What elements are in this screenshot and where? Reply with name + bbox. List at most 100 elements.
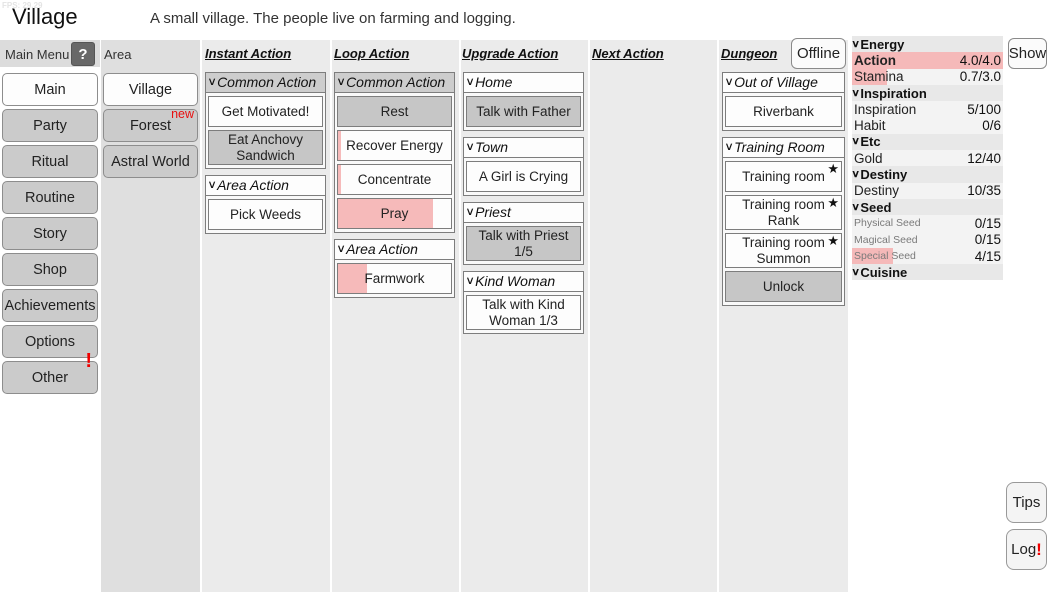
action-button-unlock[interactable]: Unlock xyxy=(725,271,842,303)
chevron-down-icon: ∨ xyxy=(336,242,346,255)
stat-header-inspiration[interactable]: ∨ Inspiration xyxy=(852,84,1003,102)
stat-row-magical-seed: Magical Seed 0/15 xyxy=(854,232,1001,248)
action-button-rest[interactable]: Rest xyxy=(337,96,452,128)
log-button[interactable]: Log! xyxy=(1006,529,1047,570)
main-menu-label: Main Menu xyxy=(5,47,70,62)
stats-panel: ∨ Energy Action 4.0/4.0 Stamina 0.7/3.0 … xyxy=(852,36,1003,281)
group-header-kind-woman[interactable]: ∨ Kind Woman xyxy=(464,272,583,293)
stat-row-special-seed: Special Seed 4/15 xyxy=(852,247,1001,265)
sidebar-item-ritual[interactable]: Ritual xyxy=(2,145,98,178)
action-button-talk-with-kind-woman[interactable]: Talk with Kind Woman 1/3 xyxy=(466,295,581,331)
action-button-farmwork[interactable]: Farmwork xyxy=(337,263,452,295)
group-header-training-room[interactable]: ∨ Training Room xyxy=(723,138,844,159)
group-area-action: ∨ Area Action Farmwork xyxy=(334,239,455,299)
chevron-down-icon: ∨ xyxy=(465,140,475,153)
group-town: ∨ Town A Girl is Crying xyxy=(463,137,584,197)
next-action-header: Next Action xyxy=(592,46,664,61)
action-button-recover-energy[interactable]: Recover Energy xyxy=(337,130,452,162)
group-header-common-action[interactable]: ∨ Common Action xyxy=(335,73,454,94)
progress-fill xyxy=(338,264,368,294)
chevron-down-icon: ∨ xyxy=(724,75,734,88)
stat-row-action: Action 4.0/4.0 xyxy=(852,52,1003,69)
area-item-astral-world[interactable]: Astral World xyxy=(103,145,198,178)
group-kind-woman: ∨ Kind Woman Talk with Kind Woman 1/3 xyxy=(463,271,584,335)
chevron-down-icon: ∨ xyxy=(207,178,217,191)
progress-fill xyxy=(338,131,342,161)
stat-header-energy[interactable]: ∨ Energy xyxy=(852,36,1003,53)
sidebar-item-routine[interactable]: Routine xyxy=(2,181,98,214)
group-header-area-action[interactable]: ∨ Area Action xyxy=(206,176,325,197)
dungeon-header: Dungeon xyxy=(721,46,778,61)
group-title: Training Room xyxy=(734,139,825,156)
group-title: Home xyxy=(475,74,513,90)
show-button[interactable]: Show xyxy=(1008,38,1047,69)
instant-action-column: ∨ Common Action Get Motivated! Eat Ancho… xyxy=(203,72,329,240)
stat-header-seed[interactable]: ∨ Seed xyxy=(852,198,1003,216)
group-area-action: ∨ Area Action Pick Weeds xyxy=(205,175,326,235)
action-button-a-girl-is-crying[interactable]: A Girl is Crying xyxy=(466,161,581,193)
star-icon: ★ xyxy=(827,161,839,177)
next-action-strip xyxy=(590,40,717,592)
group-header-area-action[interactable]: ∨ Area Action xyxy=(335,240,454,261)
group-title: Common Action xyxy=(217,74,317,90)
alert-badge: ! xyxy=(85,350,92,372)
group-header-priest[interactable]: ∨ Priest xyxy=(464,203,583,224)
stat-header-destiny[interactable]: ∨ Destiny xyxy=(852,166,1003,183)
sidebar-item-other[interactable]: Other ! xyxy=(2,350,98,394)
stat-row-physical-seed: Physical Seed 0/15 xyxy=(854,215,1001,231)
group-home: ∨ Home Talk with Father xyxy=(463,72,584,132)
group-title: Area Action xyxy=(217,177,289,194)
action-button-concentrate[interactable]: Concentrate xyxy=(337,164,452,196)
group-header-town[interactable]: ∨ Town xyxy=(464,138,583,159)
chevron-down-icon: ∨ xyxy=(465,205,475,218)
upgrade-action-column: ∨ Home Talk with Father ∨ Town A Girl is… xyxy=(461,72,587,340)
group-title: Out of Village xyxy=(734,74,818,90)
action-button-get-motivated[interactable]: Get Motivated! xyxy=(208,96,323,128)
tips-button[interactable]: Tips xyxy=(1006,482,1047,523)
action-button-talk-with-priest[interactable]: Talk with Priest 1/5 xyxy=(466,226,581,262)
dungeon-column: ∨ Out of Village Riverbank ∨ Training Ro… xyxy=(720,72,848,312)
action-button-talk-with-father[interactable]: Talk with Father xyxy=(466,96,581,128)
stat-progress-fill xyxy=(852,68,887,85)
sidebar-item-main[interactable]: Main xyxy=(2,73,98,106)
action-button-eat-anchovy-sandwich[interactable]: Eat Anchovy Sandwich xyxy=(208,130,323,166)
action-button-pick-weeds[interactable]: Pick Weeds xyxy=(208,199,323,231)
sidebar-item-party[interactable]: Party xyxy=(2,109,98,142)
sidebar-item-options[interactable]: Options xyxy=(2,325,98,358)
loop-action-column: ∨ Common Action Rest Recover Energy Conc… xyxy=(332,72,458,304)
stat-header-etc[interactable]: ∨ Etc xyxy=(852,133,1003,151)
group-header-home[interactable]: ∨ Home xyxy=(464,73,583,94)
area-item-forest[interactable]: Forest new xyxy=(103,107,198,142)
group-title: Town xyxy=(475,139,509,156)
fps-counter: FPS: 29.29 xyxy=(2,1,43,10)
group-out-of-village: ∨ Out of Village Riverbank xyxy=(722,72,845,132)
chevron-down-icon: ∨ xyxy=(852,169,861,181)
progress-fill xyxy=(338,165,342,195)
offline-button[interactable]: Offline xyxy=(791,38,846,69)
chevron-down-icon: ∨ xyxy=(852,87,861,99)
group-title: Priest xyxy=(475,204,511,221)
group-header-common-action[interactable]: ∨ Common Action xyxy=(206,73,325,94)
sidebar-item-achievements[interactable]: Achievements xyxy=(2,289,98,322)
instant-action-header: Instant Action xyxy=(205,46,292,61)
stat-row-gold: Gold 12/40 xyxy=(854,150,1001,166)
action-button-training-room[interactable]: Training room ★ xyxy=(725,161,842,193)
action-button-riverbank[interactable]: Riverbank xyxy=(725,96,842,128)
sidebar-item-story[interactable]: Story xyxy=(2,217,98,250)
stat-header-cuisine[interactable]: ∨ Cuisine xyxy=(852,264,1003,281)
chevron-down-icon: ∨ xyxy=(852,266,861,278)
group-training-room: ∨ Training Room Training room ★ Training… xyxy=(722,137,845,307)
area-item-village[interactable]: Village xyxy=(103,73,198,106)
group-header-out-of-village[interactable]: ∨ Out of Village xyxy=(723,73,844,94)
chevron-down-icon: ∨ xyxy=(852,38,861,50)
action-button-training-room-rank[interactable]: Training room Rank ★ xyxy=(725,195,842,231)
action-button-training-room-summon[interactable]: Training room Summon ★ xyxy=(725,233,842,269)
area-description: A small village. The people live on farm… xyxy=(150,10,516,27)
sidebar-item-label: Other xyxy=(31,369,69,386)
stat-row-inspiration: Inspiration 5/100 xyxy=(854,101,1001,117)
chevron-down-icon: ∨ xyxy=(724,140,734,153)
help-button[interactable]: ? xyxy=(71,42,95,66)
stat-progress-fill xyxy=(852,247,893,265)
sidebar-item-shop[interactable]: Shop xyxy=(2,253,98,286)
action-button-pray[interactable]: Pray xyxy=(337,198,452,230)
